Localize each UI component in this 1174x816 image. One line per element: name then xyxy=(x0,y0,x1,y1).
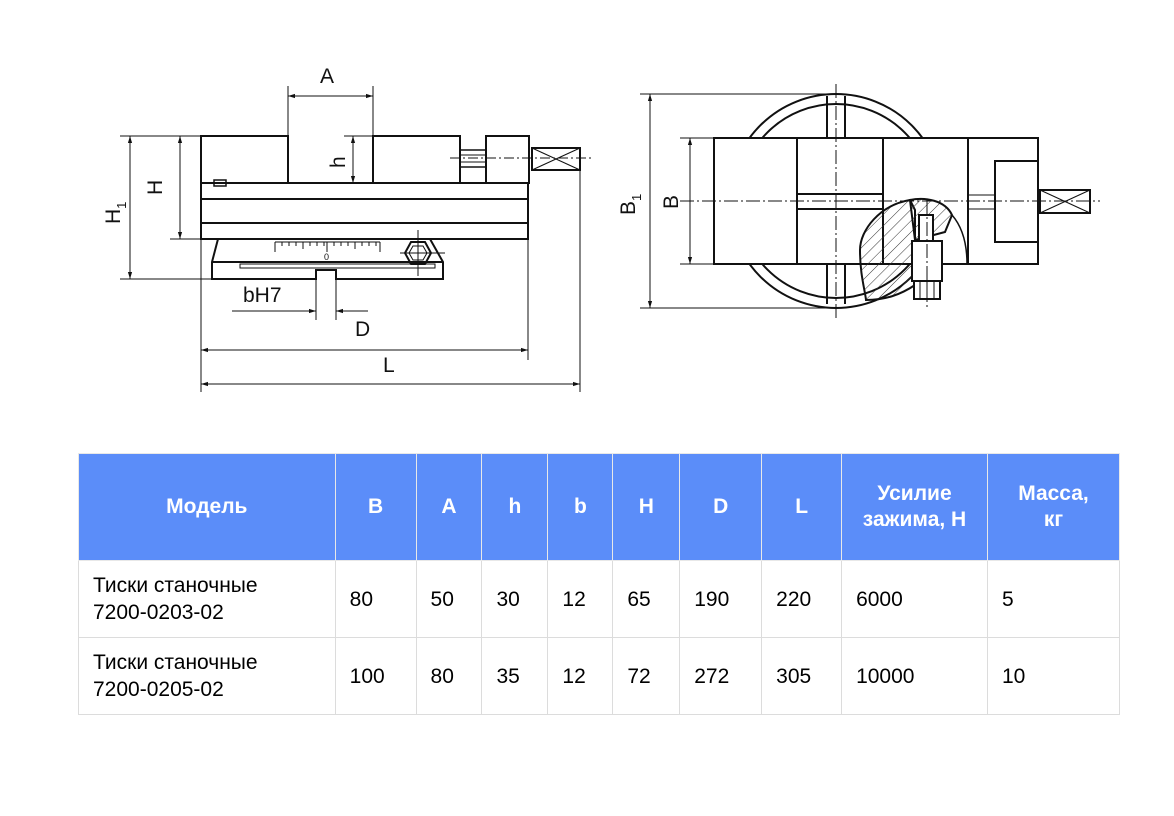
header-D: D xyxy=(679,453,763,561)
header-H: H xyxy=(612,453,681,561)
top-view xyxy=(713,93,1091,309)
header-model: Модель xyxy=(78,453,336,561)
header-A: A xyxy=(415,453,483,561)
scale-zero-label: 0 xyxy=(324,252,329,262)
dim-label-A: A xyxy=(320,65,334,88)
model-code: 7200-0205-02 xyxy=(93,678,224,701)
model-name: Тиски станочные xyxy=(93,574,258,597)
dim-label-D: D xyxy=(355,318,370,341)
vise-technical-drawing: 0 A h H H1 bH7 D L xyxy=(102,65,1100,392)
dim-label-H1: H1 xyxy=(102,202,129,224)
cell-B: 80 xyxy=(334,560,417,638)
dim-label-B: B xyxy=(660,195,683,209)
dim-label-bH7: bH7 xyxy=(243,284,282,307)
table-header-row: Модель B A h b H D L Усилие зажима, Н Ма… xyxy=(78,453,1121,561)
dim-label-H: H xyxy=(144,180,167,195)
cell-mass: 5 xyxy=(986,560,1121,638)
cell-D: 272 xyxy=(679,637,763,715)
side-view-dimensions xyxy=(120,86,581,392)
cell-clamping-force: 10000 xyxy=(841,637,988,715)
cell-H: 65 xyxy=(612,560,681,638)
header-B: B xyxy=(334,453,417,561)
top-view-centerlines xyxy=(680,84,1100,318)
cell-L: 220 xyxy=(761,560,843,638)
cell-clamping-force: 6000 xyxy=(841,560,988,638)
cell-model: Тиски станочные 7200-0203-02 xyxy=(78,560,336,638)
dim-label-B1-main: B xyxy=(617,201,640,215)
dim-label-h: h xyxy=(327,156,350,168)
header-clamping-force: Усилие зажима, Н xyxy=(841,453,988,561)
table-row: Тиски станочные 7200-0205-02 100 80 35 12… xyxy=(78,637,1121,715)
model-name: Тиски станочные xyxy=(93,651,258,674)
header-h: h xyxy=(481,453,549,561)
dim-label-B1-sub: 1 xyxy=(629,194,644,201)
cell-B: 100 xyxy=(334,637,417,715)
side-view xyxy=(200,135,592,280)
header-L: L xyxy=(761,453,843,561)
cell-H: 72 xyxy=(612,637,681,715)
cell-h: 35 xyxy=(481,637,549,715)
header-b: b xyxy=(547,453,614,561)
cell-b: 12 xyxy=(547,637,614,715)
cell-L: 305 xyxy=(761,637,843,715)
cell-h: 30 xyxy=(481,560,549,638)
dim-label-B1: B1 xyxy=(617,194,644,215)
cell-mass: 10 xyxy=(986,637,1121,715)
dim-label-H1-main: H xyxy=(102,209,125,224)
cell-b: 12 xyxy=(547,560,614,638)
cell-A: 80 xyxy=(415,637,483,715)
model-code: 7200-0203-02 xyxy=(93,601,224,624)
cell-A: 50 xyxy=(415,560,483,638)
cell-D: 190 xyxy=(679,560,763,638)
dim-label-L: L xyxy=(383,354,395,377)
header-mass: Масса, кг xyxy=(986,453,1121,561)
top-view-dimensions xyxy=(640,93,836,309)
cell-model: Тиски станочные 7200-0205-02 xyxy=(78,637,336,715)
specs-table: Модель B A h b H D L Усилие зажима, Н Ма… xyxy=(78,453,1121,715)
dim-label-H1-sub: 1 xyxy=(114,202,129,209)
